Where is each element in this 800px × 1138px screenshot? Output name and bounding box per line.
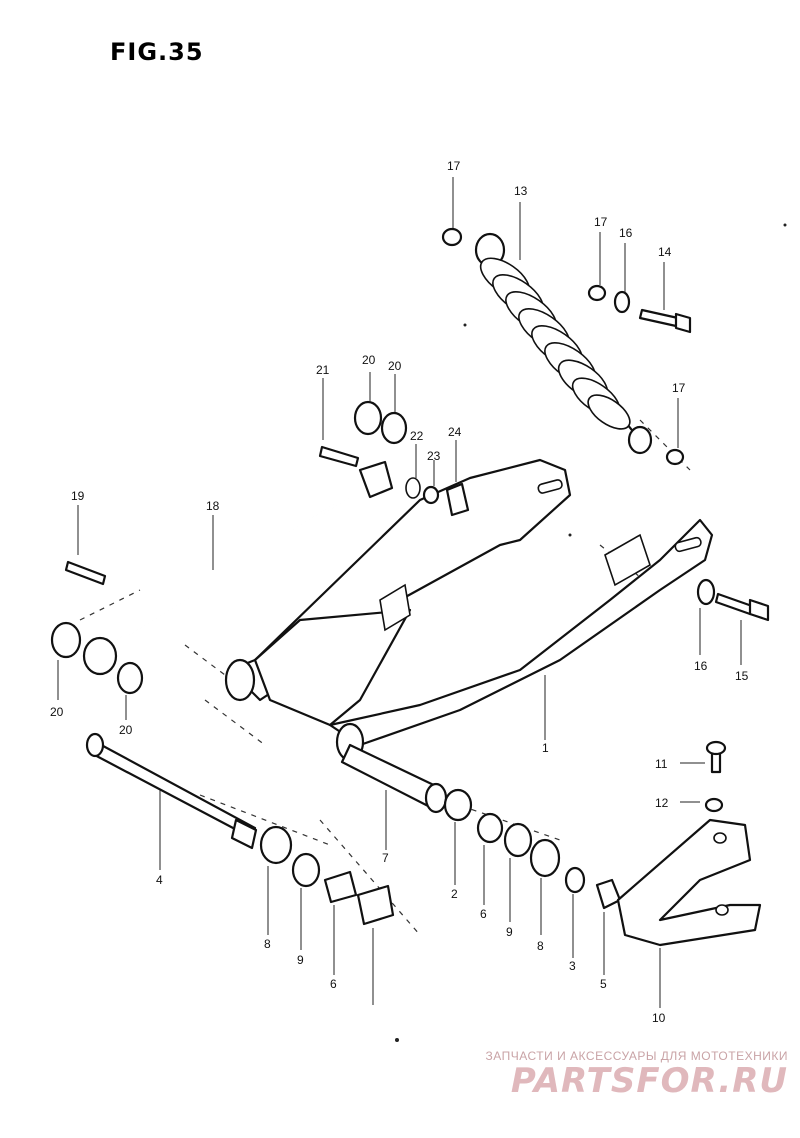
callout-20: 20 — [362, 353, 376, 367]
callout-11: 11 — [655, 757, 668, 771]
callout-1: 1 — [542, 741, 549, 755]
callout-6: 6 — [330, 977, 337, 991]
callout-23: 23 — [427, 449, 441, 463]
watermark: ЗАПЧАСТИ И АКСЕССУАРЫ ДЛЯ МОТОТЕХНИКИ PA… — [486, 1049, 788, 1100]
callout-16: 16 — [619, 226, 633, 240]
callout-21: 21 — [316, 363, 330, 377]
callout-19: 19 — [71, 489, 85, 503]
washer-bolt-top — [613, 290, 692, 334]
washer-bolt-right — [696, 578, 770, 622]
callout-24: 24 — [448, 425, 462, 439]
callout-13: 13 — [514, 184, 528, 198]
callout-22: 22 — [410, 429, 424, 443]
watermark-tagline: ЗАПЧАСТИ И АКСЕССУАРЫ ДЛЯ МОТОТЕХНИКИ — [485, 1048, 788, 1063]
callout-2: 2 — [451, 887, 458, 901]
callout-17: 17 — [447, 159, 461, 173]
leader-lines — [57, 177, 742, 1008]
callout-10: 10 — [652, 1011, 666, 1025]
callout-numbers: 17 13 17 16 14 17 21 20 20 22 24 23 19 1… — [50, 159, 749, 1025]
figure-title: FIG.35 — [110, 38, 204, 66]
torque-link-rod — [82, 460, 394, 676]
callout-12: 12 — [655, 796, 669, 810]
chain-guard — [616, 740, 762, 947]
callout-3: 3 — [569, 959, 576, 973]
callout-9: 9 — [297, 953, 304, 967]
pivot-assembly — [85, 732, 622, 926]
callout-18: 18 — [206, 499, 220, 513]
callout-4: 4 — [156, 873, 163, 887]
callout-7: 7 — [382, 851, 389, 865]
callout-9: 9 — [506, 925, 513, 939]
callout-20: 20 — [50, 705, 64, 719]
cap-parts — [441, 227, 685, 466]
rear-shock-absorber — [474, 232, 653, 455]
callout-14: 14 — [658, 245, 672, 259]
callout-17: 17 — [594, 215, 608, 229]
callout-16: 16 — [694, 659, 708, 673]
link-hardware — [50, 400, 470, 695]
callout-6: 6 — [480, 907, 487, 921]
callout-15: 15 — [735, 669, 749, 683]
swingarm — [224, 458, 714, 762]
callout-5: 5 — [600, 977, 607, 991]
callout-8: 8 — [537, 939, 544, 953]
watermark-brand: PARTSFOR.RU — [510, 1060, 788, 1101]
callout-20: 20 — [388, 359, 402, 373]
callout-17: 17 — [672, 381, 686, 395]
callout-8: 8 — [264, 937, 271, 951]
callout-20: 20 — [119, 723, 133, 737]
scan-specks — [395, 223, 787, 1042]
